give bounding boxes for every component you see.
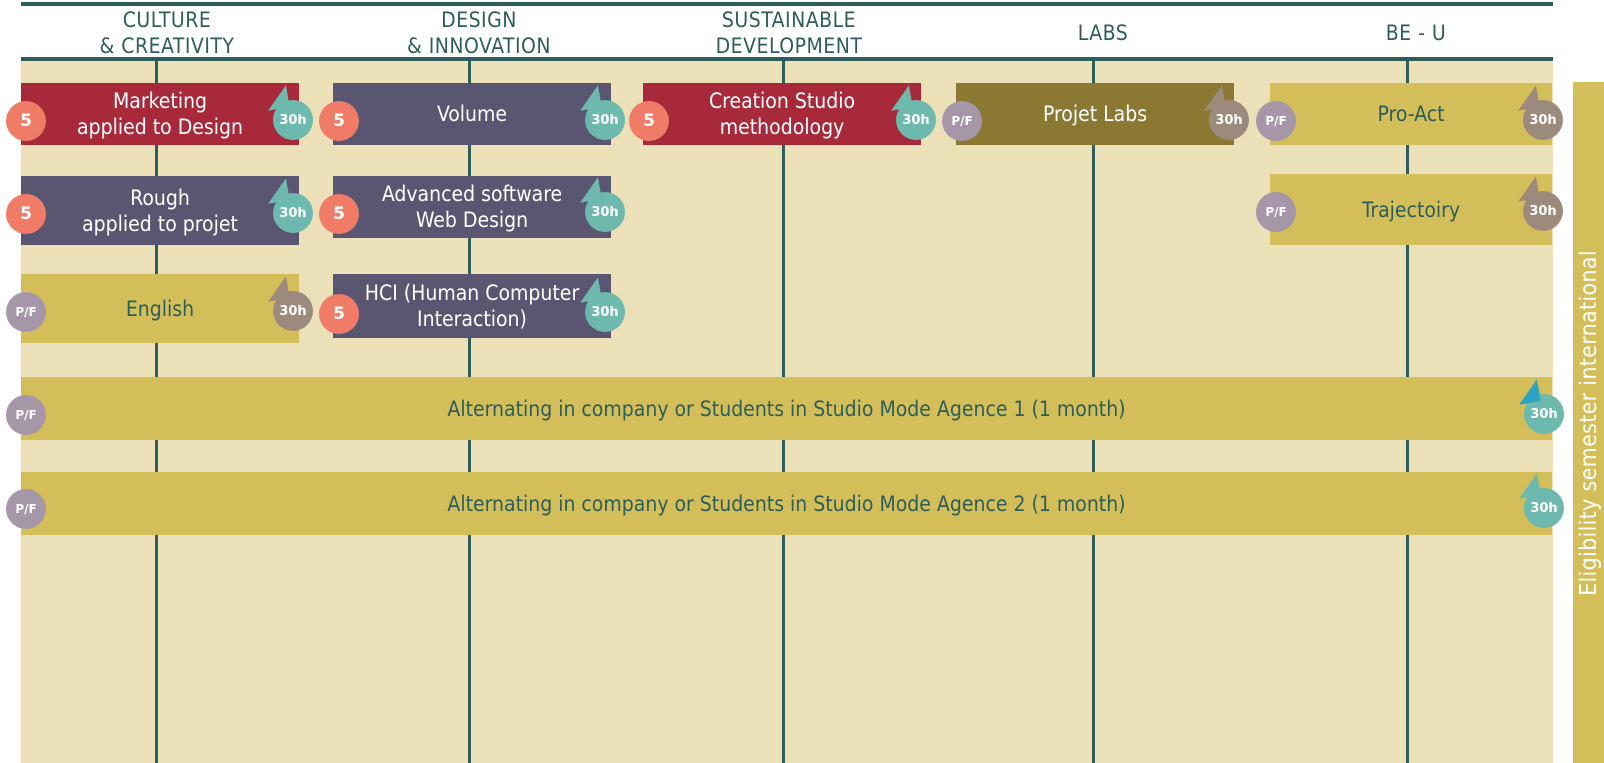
credit-badge: 5 — [6, 101, 46, 141]
course-title: Projet Labs — [1042, 102, 1148, 126]
hours-label: 30h — [1215, 112, 1243, 128]
course-title: applied to projet — [82, 211, 238, 236]
course-title: Pro-Act — [1377, 102, 1445, 126]
pass-fail-badge: P/F — [942, 101, 982, 141]
hours-badge: 30h — [896, 100, 936, 140]
course-alternating-agence-1[interactable]: Alternating in company or Students in St… — [21, 377, 1552, 440]
hours-label: 30h — [1529, 203, 1557, 219]
course-title: Marketing — [112, 89, 208, 113]
pass-fail-badge: P/F — [6, 395, 46, 435]
hours-label: 30h — [902, 112, 930, 128]
pass-fail-badge: P/F — [1256, 101, 1296, 141]
hours-badge: 30h — [1209, 100, 1249, 140]
course-trajectoiry[interactable]: Trajectoiry — [1270, 174, 1552, 245]
course-alternating-agence-2[interactable]: Alternating in company or Students in St… — [21, 472, 1552, 535]
column-header-line: & INNOVATION — [406, 34, 552, 58]
hours-label: 30h — [1530, 406, 1558, 422]
column-header-line: & CREATIVITY — [99, 34, 235, 58]
hours-badge: 30h — [585, 292, 625, 332]
credit-badge: 5 — [6, 194, 46, 234]
column-header-line: SUSTAINABLE — [721, 8, 857, 32]
credit-badge: 5 — [319, 194, 359, 234]
hours-label: 30h — [279, 205, 307, 221]
course-title: Creation Studio — [708, 89, 856, 113]
column-header-design-innovation: DESIGN& INNOVATION — [333, 8, 625, 58]
course-title: Trajectoiry — [1361, 197, 1461, 222]
hours-badge: 30h — [585, 100, 625, 140]
column-header-line: BE - U — [1385, 21, 1447, 45]
hours-label: 30h — [279, 303, 307, 319]
course-title: HCI (Human Computer — [364, 281, 580, 305]
course-title: English — [125, 296, 195, 321]
course-pro-act[interactable]: Pro-Act — [1270, 83, 1552, 145]
column-header-culture-creativity: CULTURE& CREATIVITY — [21, 8, 313, 58]
hours-label: 30h — [591, 304, 619, 320]
course-title: Volume — [436, 102, 508, 126]
course-title: Alternating in company or Students in St… — [447, 396, 1126, 421]
column-header-line: CULTURE — [122, 8, 212, 32]
column-header-line: DESIGN — [441, 8, 517, 32]
credit-badge: 5 — [629, 101, 669, 141]
credit-badge: 5 — [319, 101, 359, 141]
hours-label: 30h — [591, 204, 619, 220]
header-top-rule — [21, 2, 1553, 6]
column-header-line: DEVELOPMENT — [715, 34, 863, 58]
course-title: Web Design — [415, 208, 529, 232]
hours-label: 30h — [279, 112, 307, 128]
hours-label: 30h — [1529, 112, 1557, 128]
pass-fail-badge: P/F — [6, 489, 46, 529]
hours-label: 30h — [591, 112, 619, 128]
hours-badge: 30h — [273, 291, 313, 331]
course-title: applied to Design — [77, 115, 243, 139]
hours-badge: 30h — [1524, 488, 1564, 528]
course-title: Interaction) — [417, 307, 527, 331]
column-header-line: LABS — [1077, 21, 1129, 45]
hours-badge: 30h — [1523, 100, 1563, 140]
international-eligibility-bar: Eligibility semester international — [1573, 82, 1604, 763]
international-eligibility-label: Eligibility semester international — [1575, 249, 1602, 596]
course-title: Advanced software — [381, 182, 563, 206]
hours-badge: 30h — [1524, 394, 1564, 434]
hours-badge: 30h — [273, 100, 313, 140]
hours-badge: 30h — [273, 193, 313, 233]
course-volume[interactable]: Volume — [333, 83, 611, 145]
course-title: Rough — [130, 185, 190, 210]
hours-badge: 30h — [585, 192, 625, 232]
pass-fail-badge: P/F — [6, 292, 46, 332]
hours-badge: 30h — [1523, 191, 1563, 231]
pass-fail-badge: P/F — [1256, 192, 1296, 232]
course-title: methodology — [719, 115, 845, 139]
course-title: Alternating in company or Students in St… — [447, 491, 1126, 516]
header-bottom-rule — [21, 57, 1553, 61]
credit-badge: 5 — [319, 294, 359, 334]
column-header-labs: LABS — [957, 8, 1249, 58]
course-projet-labs[interactable]: Projet Labs — [956, 83, 1234, 145]
hours-label: 30h — [1530, 500, 1558, 516]
course-english[interactable]: English — [21, 274, 299, 343]
column-header-be-u: BE - U — [1270, 8, 1562, 58]
